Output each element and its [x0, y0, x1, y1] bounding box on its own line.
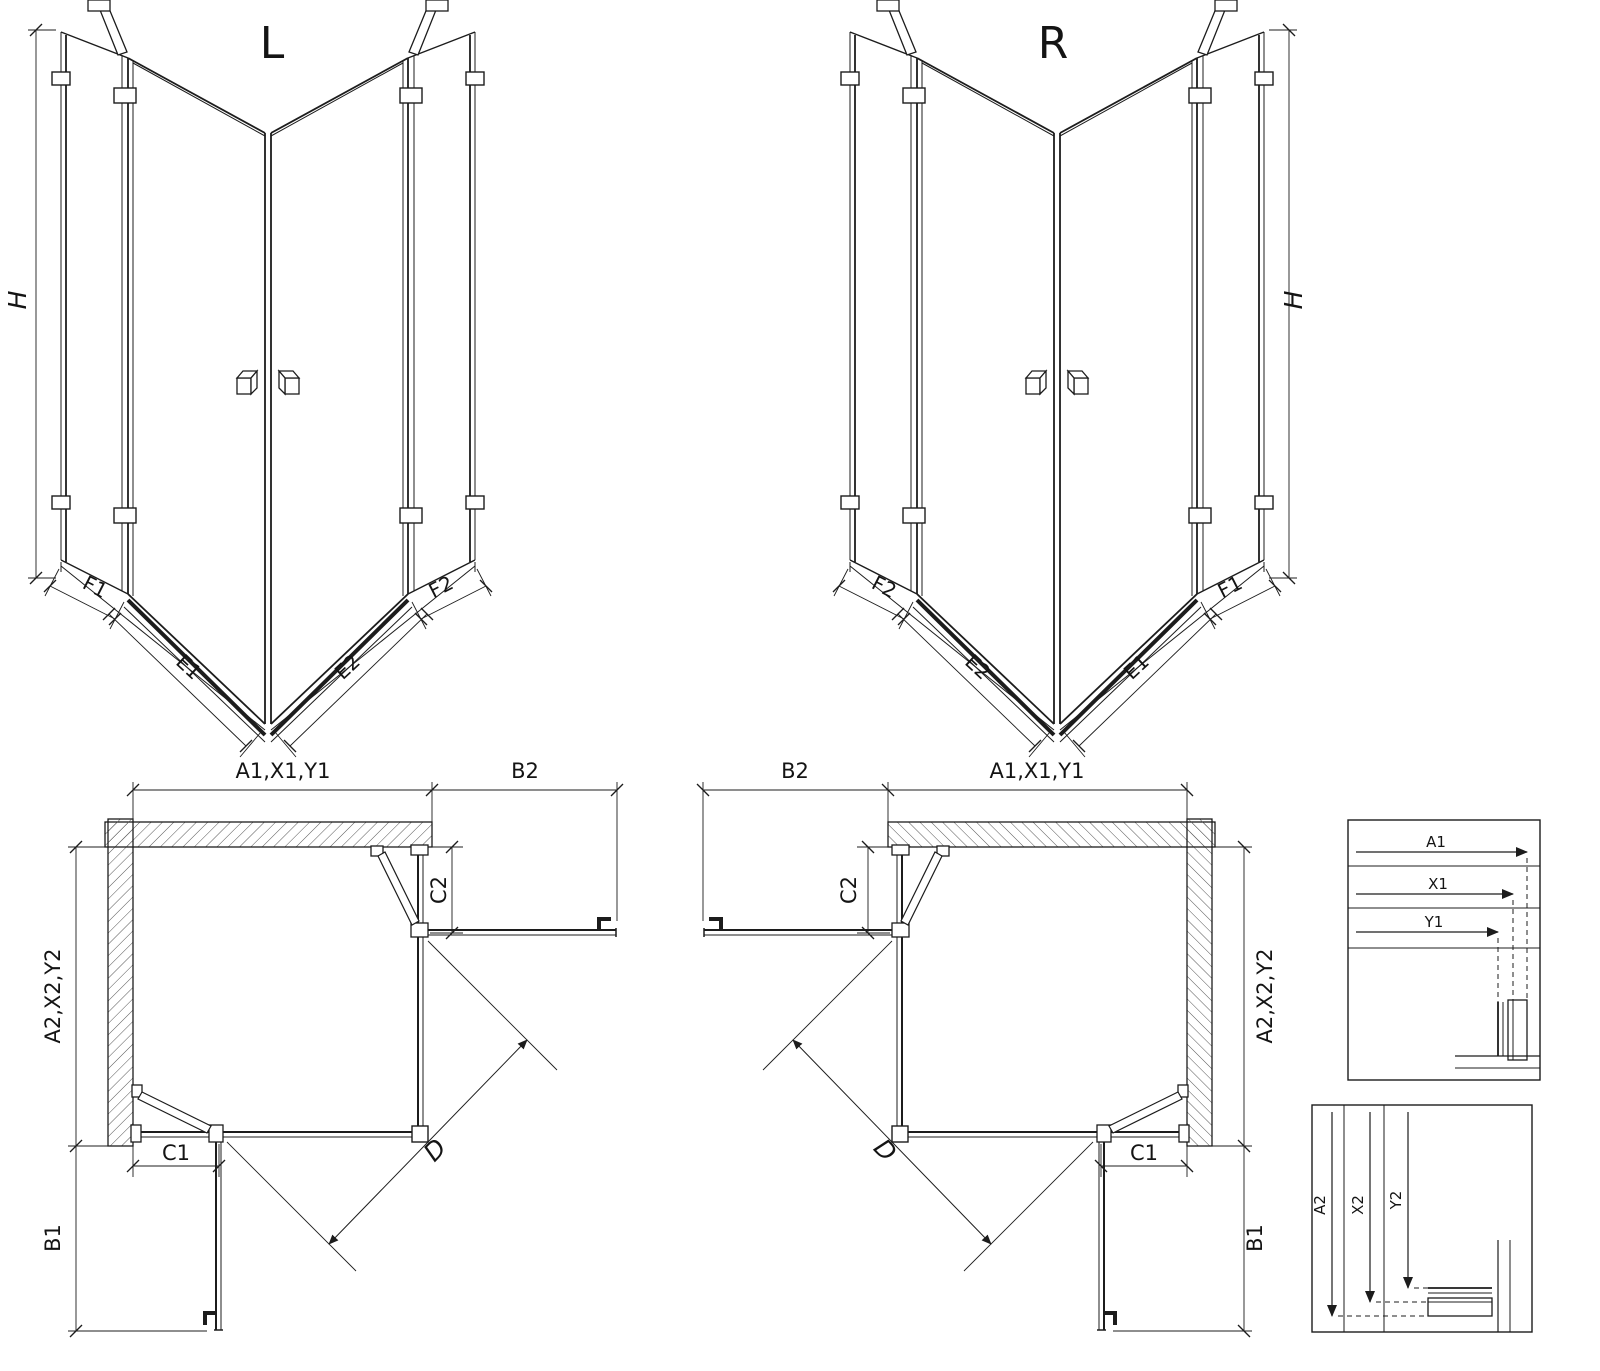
detail-a1-label: A1	[1426, 833, 1446, 851]
detail-y1-label: Y1	[1424, 913, 1444, 931]
height-label-left: H	[3, 290, 32, 309]
plan-width-label-right: A1,X1,Y1	[989, 759, 1084, 783]
labels-plan-right: B2 A1,X1,Y1 C2 A2,X2,Y2 D C1 B1	[781, 759, 1277, 1252]
perspective-view-left	[28, 0, 492, 757]
dim-label-f1-r: F1	[1214, 571, 1246, 603]
dim-label-f2: F2	[425, 571, 457, 603]
detail-a2-label: A2	[1311, 1195, 1329, 1215]
plan-view-left	[68, 782, 623, 1337]
dim-label-f1: F1	[79, 571, 111, 603]
detail-panel-width	[1347, 819, 1541, 1081]
plan-b2-label-left: B2	[511, 759, 539, 783]
variant-label-left: L	[260, 18, 285, 69]
detail-y2-label: Y2	[1387, 1191, 1405, 1211]
perspective-view-right	[833, 0, 1297, 757]
dim-label-f2-r: F2	[868, 571, 900, 603]
detail-x2-label: X2	[1349, 1195, 1367, 1215]
plan-view-right	[697, 782, 1252, 1337]
plan-b1-label-right: B1	[1243, 1224, 1267, 1252]
labels-detail-boxes: A1 X1 Y1 A2 X2 Y2	[1311, 833, 1448, 1215]
plan-b1-label-left: B1	[41, 1224, 65, 1252]
height-label-right: H	[1279, 290, 1308, 309]
plan-c2-label-right: C2	[837, 876, 861, 904]
plan-depth-label-left: A2,X2,Y2	[41, 948, 65, 1043]
labels-perspective-left: L H F1 E1 E2 F2	[3, 18, 457, 684]
detail-panel-depth	[1311, 1104, 1533, 1333]
plan-depth-label-right: A2,X2,Y2	[1253, 948, 1277, 1043]
variant-label-right: R	[1038, 18, 1069, 69]
plan-b2-label-right: B2	[781, 759, 809, 783]
detail-x1-label: X1	[1428, 875, 1448, 893]
plan-c1-label-left: C1	[162, 1141, 190, 1165]
plan-c2-label-left: C2	[427, 876, 451, 904]
plan-c1-label-right: C1	[1130, 1141, 1158, 1165]
plan-width-label-left: A1,X1,Y1	[235, 759, 330, 783]
